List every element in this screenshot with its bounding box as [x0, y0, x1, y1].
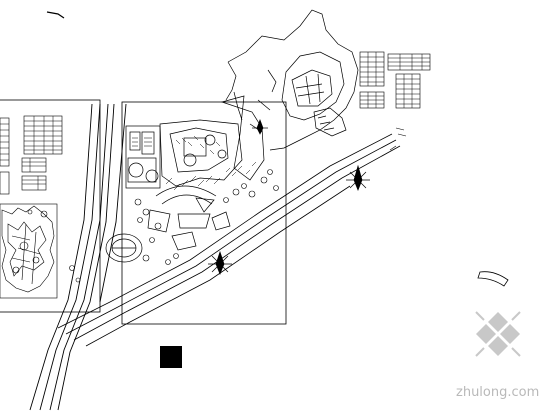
central-plaza — [147, 185, 231, 251]
key-map-detail — [1, 205, 55, 293]
main-sheet-frame — [121, 101, 287, 325]
tree-symbols — [69, 169, 279, 283]
stray-mark — [46, 11, 65, 19]
detached-curve-element — [477, 271, 509, 287]
hillside-boundary — [225, 9, 359, 151]
right-data-tables — [359, 51, 431, 109]
watermark-text: zhulong.com — [456, 385, 539, 400]
zhulong-diamond-logo — [475, 311, 521, 357]
left-data-tables — [0, 115, 63, 195]
left-table-lines — [0, 116, 62, 190]
right-table-lines — [360, 52, 430, 108]
key-map-frame — [0, 203, 58, 299]
road-end-marks — [389, 127, 407, 151]
north-arrow-3 — [252, 119, 268, 135]
north-arrow-2 — [208, 250, 232, 275]
access-road — [57, 133, 401, 347]
north-arrow-1 — [346, 164, 370, 191]
left-inset-frame — [0, 99, 101, 313]
legend-black-block — [160, 346, 182, 368]
highway — [29, 103, 127, 411]
sports-field — [105, 233, 143, 263]
site-blocks — [125, 91, 265, 189]
